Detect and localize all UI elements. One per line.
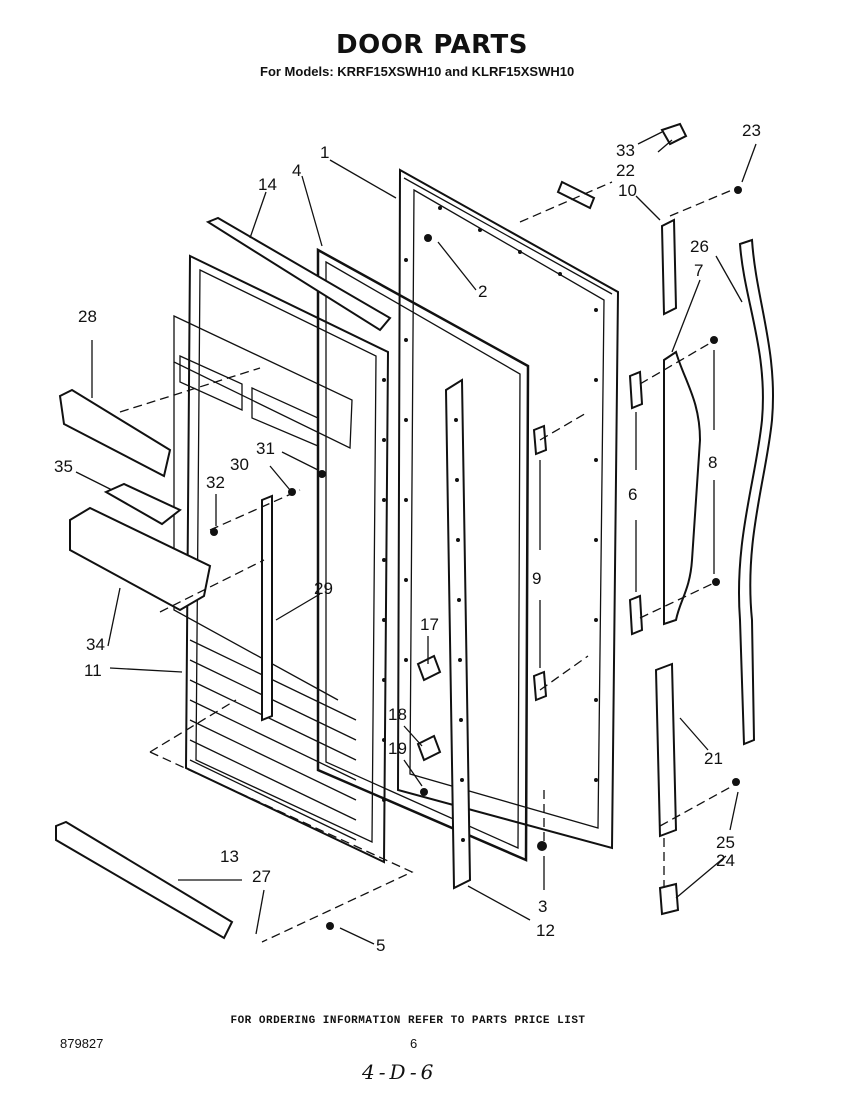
callout-18: 18 <box>388 705 407 724</box>
callout-14: 14 <box>258 175 277 194</box>
callout-34: 34 <box>86 635 105 654</box>
page-title: DOOR PARTS <box>336 30 528 60</box>
ice-bucket <box>103 482 182 526</box>
model-subtitle: For Models: KRRF15XSWH10 and KLRF15XSWH1… <box>260 64 575 79</box>
callout-7: 7 <box>694 261 703 280</box>
ordering-note: FOR ORDERING INFORMATION REFER TO PARTS … <box>230 1015 586 1027</box>
callout-11: 11 <box>84 661 102 680</box>
door-liner <box>173 254 390 864</box>
door-gasket <box>316 247 530 862</box>
shelf-divider <box>261 494 273 722</box>
callout-10: 10 <box>618 181 637 200</box>
callout-9: 9 <box>532 569 541 588</box>
callout-26: 26 <box>690 237 709 256</box>
callout-1: 1 <box>320 143 329 162</box>
callout-8: 8 <box>708 453 717 472</box>
callout-19: 19 <box>388 739 407 758</box>
callout-24: 24 <box>716 851 735 870</box>
callout-31: 31 <box>256 439 275 458</box>
callout-32: 32 <box>206 473 225 492</box>
handwritten-note: 4-D-6 <box>362 1060 438 1084</box>
page-number: 6 <box>410 1036 418 1051</box>
callout-27: 27 <box>252 867 271 886</box>
hinge-assembly <box>416 122 702 916</box>
callout-33: 33 <box>616 141 635 160</box>
bottom-grille <box>55 820 234 940</box>
callout-6: 6 <box>628 485 637 504</box>
top-trim <box>205 216 392 332</box>
callout-3: 3 <box>538 897 547 916</box>
callout-4: 4 <box>292 161 301 180</box>
callout-21: 21 <box>704 749 723 768</box>
callout-25: 25 <box>716 833 735 852</box>
callout-29: 29 <box>314 579 333 598</box>
callout-35: 35 <box>54 457 73 476</box>
callout-22: 22 <box>616 161 635 180</box>
door-bin <box>69 506 212 612</box>
callout-5: 5 <box>376 936 385 955</box>
callout-23: 23 <box>742 121 761 140</box>
callout-13: 13 <box>220 847 239 866</box>
document-number: 879827 <box>60 1036 104 1051</box>
shelf-trim <box>58 388 172 478</box>
callout-17: 17 <box>420 615 439 634</box>
callout-30: 30 <box>230 455 249 474</box>
callout-2: 2 <box>478 282 487 301</box>
door-channel <box>444 378 472 890</box>
door-handle <box>737 238 774 746</box>
callout-12: 12 <box>536 921 555 940</box>
callout-28: 28 <box>78 307 97 326</box>
